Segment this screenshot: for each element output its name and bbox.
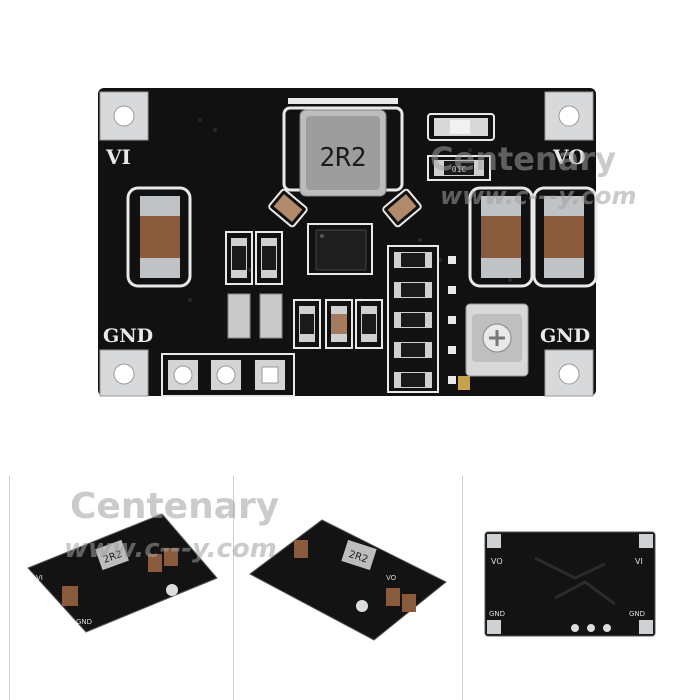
svg-text:VI: VI — [36, 574, 43, 582]
svg-text:GND: GND — [76, 618, 92, 626]
svg-text:GND: GND — [489, 610, 505, 618]
capacitor-output-2 — [532, 186, 598, 288]
thumbnail-back-side: VO VI GND GND — [484, 531, 656, 637]
mount-pad-bottom-right — [544, 349, 594, 397]
led — [427, 113, 495, 141]
resistor-bottom-1 — [293, 299, 321, 349]
label-gnd-right: GND — [540, 325, 590, 347]
watermark-url-thumbs: www.c---y.com — [64, 534, 277, 564]
inductor: 2R2 — [282, 98, 404, 197]
trim-potentiometer — [458, 303, 529, 390]
svg-text:VI: VI — [635, 557, 643, 566]
label-vi: VI — [105, 145, 131, 169]
resistor-r1: 01C — [427, 155, 491, 181]
mount-pad-bottom-left — [99, 349, 149, 397]
watermark-brand-main: Centenary — [430, 140, 616, 178]
watermark-url-main: www.c---y.com — [440, 182, 637, 210]
svg-text:VO: VO — [386, 574, 397, 582]
resistor-10c-a — [225, 231, 253, 285]
capacitor-input — [126, 186, 192, 288]
watermark-brand-thumbs: Centenary — [70, 486, 280, 527]
resistor-bottom-3 — [355, 299, 383, 349]
mount-pad-top-right — [544, 91, 594, 141]
resistor-10c-b — [255, 231, 283, 285]
ic-chip — [307, 223, 373, 275]
cap-angled-right — [382, 188, 422, 228]
capacitor-output-1 — [468, 186, 534, 288]
svg-text:VO: VO — [491, 557, 503, 566]
cap-angled-left — [268, 188, 308, 228]
main-board-image: VI VO GND GND 2R2 01C — [98, 88, 598, 397]
label-vo: VO — [552, 145, 586, 169]
header-pins — [161, 353, 295, 397]
mount-pad-top-left — [99, 91, 149, 141]
svg-text:GND: GND — [629, 610, 645, 618]
inductor-marking: 2R2 — [320, 143, 367, 173]
cap-bottom-middle — [325, 299, 353, 349]
resistor-ladder — [387, 245, 456, 393]
thumbnail-angled-left: 2R2 VI GND — [27, 513, 218, 633]
svg-text:01C: 01C — [452, 165, 467, 174]
label-gnd-left: GND — [103, 325, 153, 347]
thumbnail-angled-right: 2R2 VO — [249, 519, 447, 641]
